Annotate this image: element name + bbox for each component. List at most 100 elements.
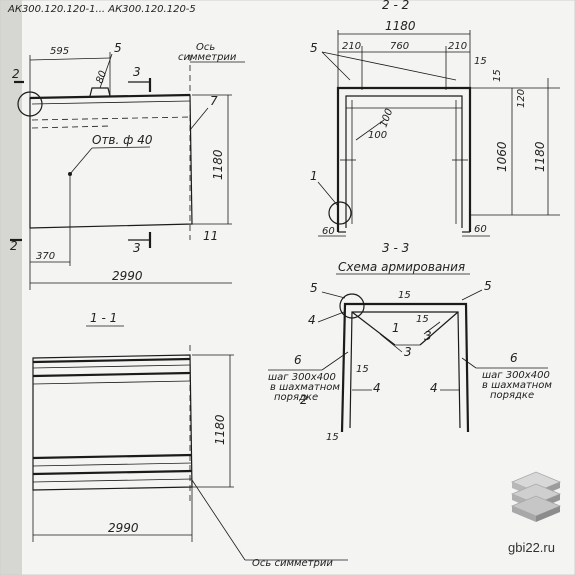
- mark-5-left-3-3: 5: [310, 281, 318, 295]
- dim-2990: 2990: [112, 269, 143, 283]
- bar-top-3: [32, 371, 191, 378]
- mark-3-bottom: 3: [133, 241, 141, 255]
- dim-15-right: 15: [492, 69, 503, 82]
- axis-leader-1-1: [191, 479, 246, 561]
- mark-5-left-leader: [321, 291, 346, 299]
- hole-label: Отв. ф 40: [92, 133, 153, 147]
- watermark-site: gbi22.ru: [508, 540, 555, 555]
- dim-760: 760: [390, 41, 409, 52]
- mark-5-leader-a: [321, 51, 351, 81]
- dim-1180-top: 1180: [385, 19, 416, 33]
- dim-60-left: 60: [322, 226, 335, 237]
- dashed-rib: [31, 116, 191, 121]
- mark-15-top: 15: [398, 290, 411, 301]
- mark-5-leader: [99, 53, 113, 89]
- panel-outline: [29, 94, 193, 229]
- section-3-3-view: 3 - 3 Схема армирования 5 5 4 15 1 15 3 …: [268, 241, 552, 443]
- bar-top-2: [32, 364, 191, 369]
- mark-3-right-leader: [423, 321, 441, 335]
- diag-bar-left: [351, 311, 396, 346]
- mark-5-leader-b: [321, 51, 457, 81]
- section-1-1-view: 1 - 1 Ось симметрии 1180 2990: [32, 311, 348, 569]
- mark-4-left-3-3: 4: [308, 313, 316, 327]
- section-2-2-view: 2 - 2 1180 210 760 210 15 5 100 100: [310, 0, 560, 237]
- hole-leader-shelf: [91, 146, 151, 149]
- mark-7-leader: [189, 107, 209, 131]
- axis-label-1: Ось: [196, 42, 215, 53]
- mark-6-left-leader: [321, 351, 349, 371]
- mark-3-left-leader: [379, 333, 403, 353]
- dashed-rib-2: [31, 125, 111, 129]
- mark-5-2-2: 5: [310, 41, 318, 55]
- mark-11: 11: [203, 229, 218, 243]
- mark-3-left-3-3: 3: [404, 345, 412, 359]
- dim-370: 370: [36, 251, 55, 262]
- axis-label-2: симметрии: [178, 52, 237, 63]
- mark-6-right: 6: [510, 351, 518, 365]
- bar-bot-1: [32, 453, 193, 460]
- bar-top-4: [32, 380, 191, 385]
- rebar-frame-inner: [349, 311, 461, 429]
- mark-1-leader: [317, 181, 339, 207]
- dim-210-right: 210: [448, 41, 467, 52]
- u-frame-inner: [345, 95, 463, 228]
- mark-7: 7: [210, 94, 218, 108]
- u-frame-outer: [336, 86, 472, 232]
- dim-100-vert: 100: [378, 107, 395, 129]
- mark-15-bottom: 15: [326, 432, 339, 443]
- diag-bar-right: [419, 311, 459, 346]
- subtitle-3-3: Схема армирования: [338, 260, 465, 274]
- title-2-2: 2 - 2: [382, 0, 409, 12]
- mark-2-bottom: 2: [10, 239, 18, 253]
- dim-1060: 1060: [495, 141, 509, 172]
- bar-bot-3: [32, 469, 193, 476]
- mark-3-right-3-3: 3: [424, 329, 432, 343]
- dim-100-inner: 100: [368, 130, 387, 141]
- dim-1180-1-1: 1180: [213, 414, 227, 445]
- logo-stack-icon: [510, 471, 562, 522]
- bar-top-1: [32, 357, 191, 364]
- note-right-3: порядке: [490, 390, 534, 401]
- mark-3-top: 3: [133, 65, 141, 79]
- mark-15-mid: 15: [416, 314, 429, 325]
- elevation-view: Ось симметрии Отв. ф 40 595 80 5 3 2 7 1…: [10, 41, 245, 290]
- dim-2990-1-1: 2990: [108, 521, 139, 535]
- mark-1-2-2: 1: [310, 169, 318, 183]
- watermark: gbi22.ru: [508, 471, 562, 555]
- dim-60-right: 60: [474, 224, 487, 235]
- mark-6-left: 6: [294, 353, 302, 367]
- dim-120: 120: [516, 89, 527, 108]
- panel-top-inner: [31, 100, 191, 105]
- mark-2-3-3: 2: [300, 393, 308, 407]
- panel-top-edge: [29, 93, 191, 100]
- mark-4-right-3-3: 4: [430, 381, 438, 395]
- dim-595-line: [29, 57, 111, 61]
- note-left-3: порядке: [274, 392, 318, 403]
- mark-4-leg-left: 4: [373, 381, 381, 395]
- lifting-loop: [89, 87, 111, 97]
- mark-2-top: 2: [12, 67, 20, 81]
- mark-15-side: 15: [356, 364, 369, 375]
- bar-bot-4: [32, 478, 193, 483]
- detail-circle-3-3: [339, 293, 365, 319]
- scan-shadow: [0, 0, 22, 575]
- dim-1180: 1180: [211, 149, 225, 180]
- drawing-code: АК300.120.120-1... АК300.120.120-5: [7, 4, 196, 15]
- dim-15-top: 15: [474, 56, 487, 67]
- hole-leader: [69, 147, 93, 175]
- dim-100-leader: [355, 119, 385, 141]
- mark-5-right-leader: [461, 289, 483, 301]
- axis-label-1-1: Ось симметрии: [252, 558, 333, 569]
- note-right-1: шаг 300х400: [482, 370, 550, 381]
- title-1-1: 1 - 1: [90, 311, 117, 325]
- mark-4-left-leader: [317, 311, 345, 323]
- mark-5-right-3-3: 5: [484, 279, 492, 293]
- title-3-3: 3 - 3: [382, 241, 409, 255]
- note-right-2: в шахматном: [482, 380, 552, 391]
- note-left-2: в шахматном: [270, 382, 340, 393]
- mark-5: 5: [114, 41, 122, 55]
- detail-circle-2-2: [328, 201, 352, 225]
- rebar-frame: [340, 302, 470, 433]
- dim-210-left: 210: [342, 41, 361, 52]
